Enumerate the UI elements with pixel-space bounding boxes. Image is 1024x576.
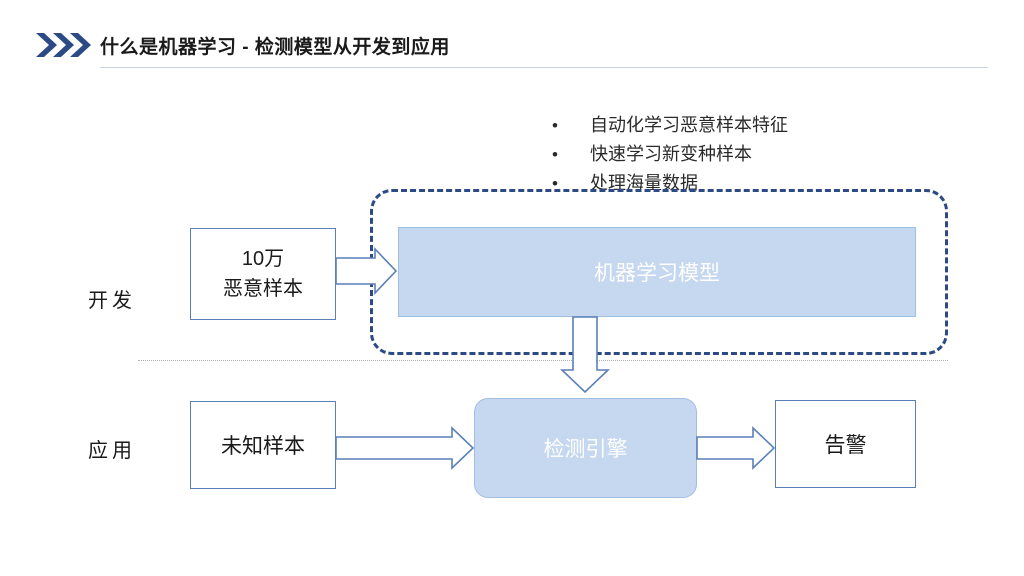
node-training-samples-line2: 恶意样本 bbox=[223, 278, 303, 300]
node-alert: 告警 bbox=[775, 400, 916, 488]
bullet-text: 自动化学习恶意样本特征 bbox=[590, 115, 788, 135]
header-divider bbox=[100, 67, 988, 68]
bullet-list: • 自动化学习恶意样本特征 • 快速学习新变种样本 • 处理海量数据 bbox=[552, 112, 972, 199]
bullet-text: 快速学习新变种样本 bbox=[590, 144, 752, 164]
arrow-unknown-to-engine bbox=[335, 426, 475, 470]
node-detection-engine: 检测引擎 bbox=[474, 398, 697, 498]
node-ml-model: 机器学习模型 bbox=[398, 227, 916, 317]
arrow-engine-to-alert bbox=[696, 426, 776, 470]
row-label-development: 开发 bbox=[88, 290, 136, 312]
bullet-marker-icon: • bbox=[552, 174, 558, 193]
list-item: • 自动化学习恶意样本特征 bbox=[552, 112, 972, 139]
page-title: 什么是机器学习 - 检测模型从开发到应用 bbox=[100, 37, 450, 58]
bullet-text: 处理海量数据 bbox=[590, 173, 698, 193]
list-item: • 快速学习新变种样本 bbox=[552, 141, 972, 168]
row-label-application: 应用 bbox=[88, 440, 136, 462]
double-chevron-right-icon bbox=[36, 33, 91, 57]
node-training-samples: 10万 恶意样本 bbox=[190, 228, 336, 320]
node-training-samples-line1: 10万 bbox=[241, 248, 285, 270]
list-item: • 处理海量数据 bbox=[552, 170, 972, 197]
bullet-marker-icon: • bbox=[552, 145, 558, 164]
node-unknown-sample: 未知样本 bbox=[190, 401, 336, 489]
section-separator bbox=[138, 360, 948, 361]
bullet-marker-icon: • bbox=[552, 116, 558, 135]
